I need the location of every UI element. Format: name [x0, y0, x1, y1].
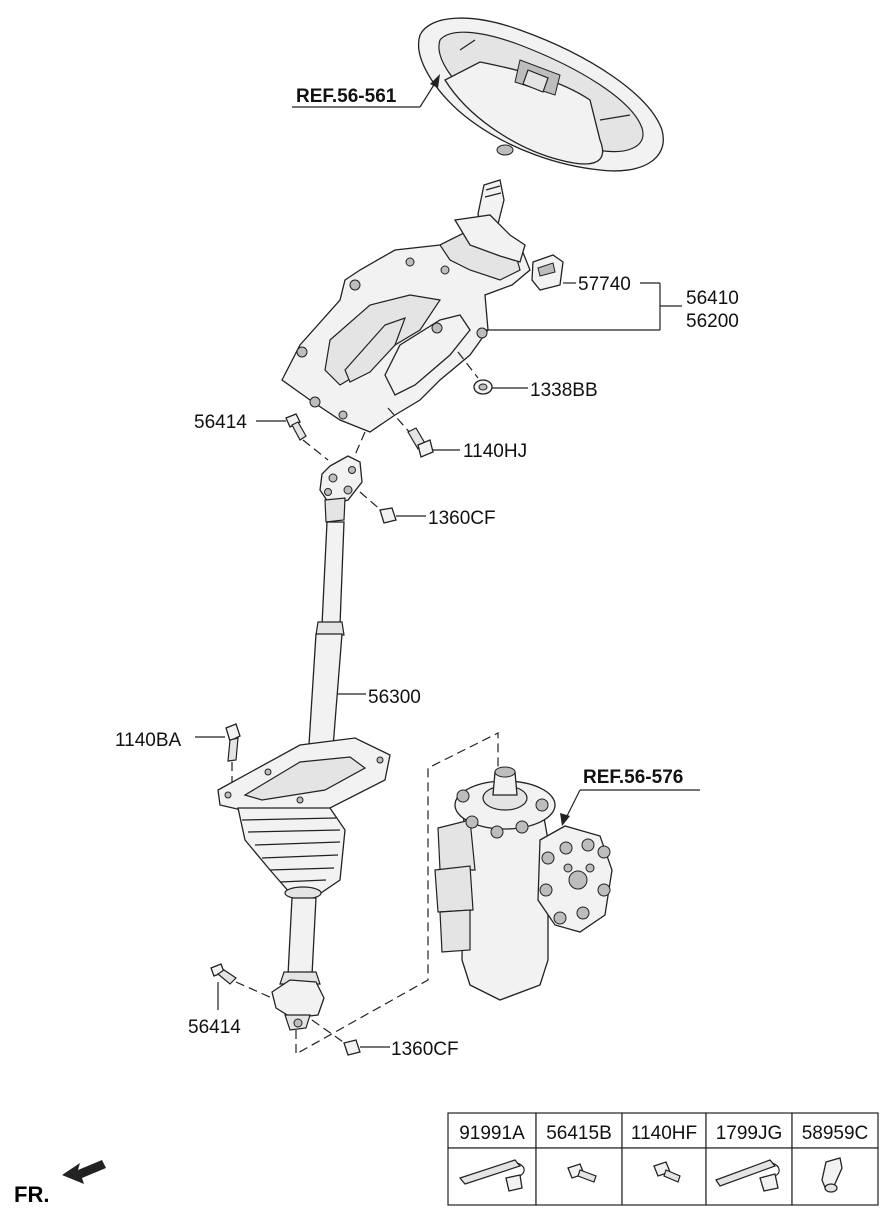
ref-steering-wheel[interactable]: REF.56-561: [296, 86, 397, 107]
steering-gear-box[interactable]: [434, 766, 613, 1001]
lower-shaft-joint[interactable]: [271, 897, 325, 1031]
table-header-91991A[interactable]: 91991A: [459, 1123, 525, 1144]
clip-icon-58959C[interactable]: [821, 1157, 843, 1193]
steering-column-assembly[interactable]: [281, 179, 564, 433]
label-56200[interactable]: 56200: [686, 311, 739, 332]
bolt-1140HJ[interactable]: [387, 407, 434, 458]
label-56414-bottom[interactable]: 56414: [188, 1017, 241, 1038]
label-56414-top[interactable]: 56414: [194, 412, 247, 433]
label-57740[interactable]: 57740: [578, 274, 631, 295]
cable-tie-icon[interactable]: [458, 1159, 525, 1192]
clip-1360CF-bottom[interactable]: [311, 1019, 361, 1056]
steering-wheel[interactable]: [418, 17, 664, 172]
universal-joint-upper[interactable]: [319, 431, 366, 523]
label-56410[interactable]: 56410: [686, 288, 739, 309]
bolt-56414-top[interactable]: [285, 413, 329, 461]
table-header-1799JG[interactable]: 1799JG: [716, 1123, 783, 1144]
cable-tie-icon-1799JG[interactable]: [715, 1159, 780, 1192]
table-header-1140HF[interactable]: 1140HF: [631, 1123, 697, 1144]
direction-label: FR.: [14, 1182, 49, 1207]
intermediate-shaft-56300[interactable]: [307, 521, 345, 761]
bolt-1140BA[interactable]: [225, 723, 241, 790]
ref-gear-box[interactable]: REF.56-576: [583, 767, 683, 788]
bolt-56414-bottom[interactable]: [210, 963, 273, 999]
label-1338BB[interactable]: 1338BB: [530, 380, 598, 401]
label-1360CF-bottom[interactable]: 1360CF: [391, 1039, 459, 1060]
front-arrow-icon: [62, 1160, 106, 1184]
nut-1338BB[interactable]: [457, 351, 493, 395]
label-1140BA[interactable]: 1140BA: [115, 730, 182, 751]
dust-cover-boot[interactable]: [217, 737, 391, 900]
table-header-56415B[interactable]: 56415B: [546, 1123, 612, 1144]
bolt-icon-56415B[interactable]: [567, 1163, 597, 1183]
bolt-icon-1140HF[interactable]: [653, 1161, 681, 1183]
label-56300[interactable]: 56300: [368, 687, 421, 708]
label-1140HJ[interactable]: 1140HJ: [463, 441, 527, 462]
clip-1360CF-top[interactable]: [359, 491, 397, 524]
label-1360CF-top[interactable]: 1360CF: [428, 508, 496, 529]
table-header-58959C[interactable]: 58959C: [802, 1123, 869, 1144]
